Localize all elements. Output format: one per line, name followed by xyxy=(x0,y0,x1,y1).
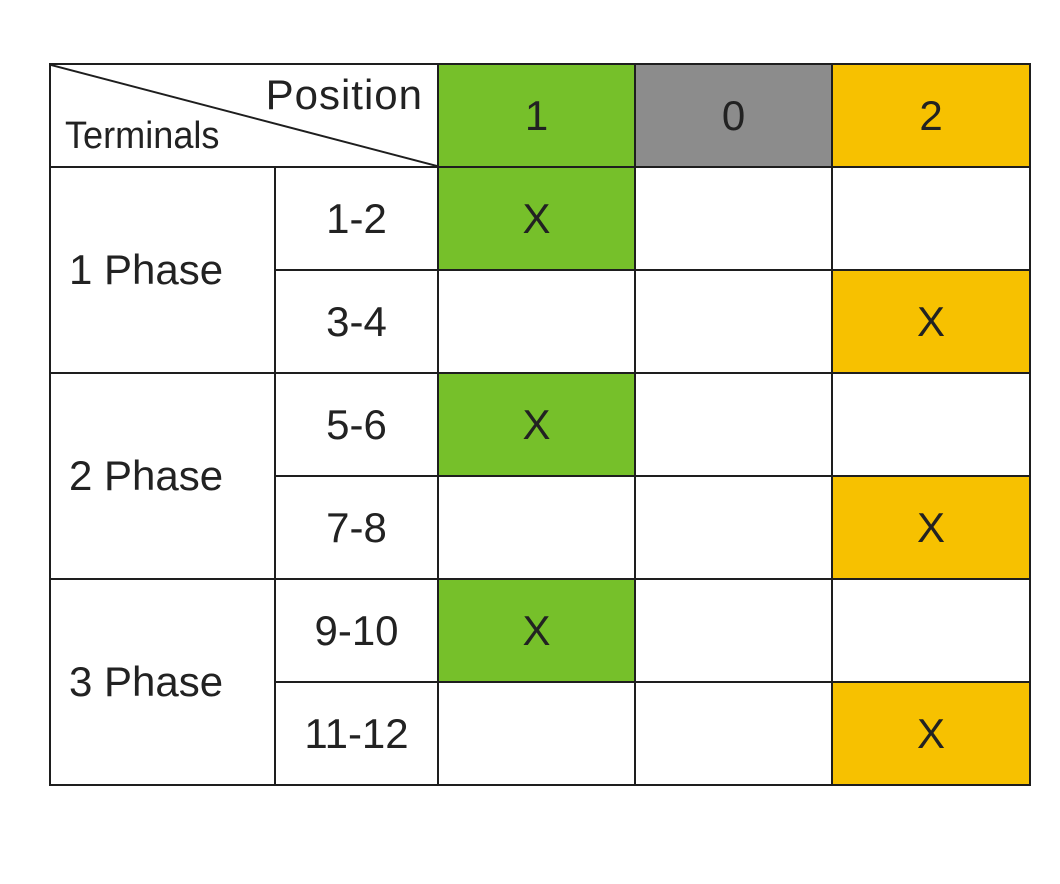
contact-cell: X xyxy=(831,269,1031,374)
contact-closed-mark: X xyxy=(522,400,551,448)
position-header-2: 2 xyxy=(831,63,1031,168)
terminal-pair-cell: 5-6 xyxy=(274,372,439,477)
contact-cell xyxy=(634,166,833,271)
contact-closed-mark: X xyxy=(916,503,945,551)
contact-closed-mark: X xyxy=(522,194,551,242)
contact-closed-mark: X xyxy=(916,297,945,345)
contact-cell xyxy=(634,475,833,580)
table-row: 7-8 X xyxy=(50,475,1031,580)
terminal-pair-cell: 11-12 xyxy=(274,681,439,786)
phase-group-label: 2 Phase xyxy=(49,372,276,580)
phase-group-label: 1 Phase xyxy=(49,166,276,374)
contact-cell: X xyxy=(437,372,636,477)
diagonal-divider xyxy=(51,65,437,166)
contact-cell: X xyxy=(831,681,1031,786)
contact-closed-mark: X xyxy=(522,606,551,654)
position-label: Position xyxy=(265,71,423,118)
table-row: 11-12 X xyxy=(50,681,1031,786)
position-header-0: 0 xyxy=(634,63,833,168)
contact-cell xyxy=(437,681,636,786)
terminal-pair-cell: 3-4 xyxy=(274,269,439,374)
contact-cell: X xyxy=(437,166,636,271)
terminal-pair-cell: 9-10 xyxy=(274,578,439,683)
contact-cell: X xyxy=(437,578,636,683)
contact-cell xyxy=(437,269,636,374)
terminal-pair-cell: 7-8 xyxy=(274,475,439,580)
contact-cell xyxy=(831,166,1031,271)
phase-group-label: 3 Phase xyxy=(49,578,276,786)
contact-cell xyxy=(831,578,1031,683)
table-row: 3-4 X xyxy=(50,269,1031,374)
contact-closed-mark: X xyxy=(916,709,945,757)
contact-cell xyxy=(437,475,636,580)
contact-cell: X xyxy=(831,475,1031,580)
contact-cell xyxy=(831,372,1031,477)
contact-cell xyxy=(634,269,833,374)
contact-cell xyxy=(634,681,833,786)
terminals-label: Terminals xyxy=(65,115,220,157)
position-header-1: 1 xyxy=(437,63,636,168)
contact-cell xyxy=(634,578,833,683)
contact-cell xyxy=(634,372,833,477)
terminal-pair-cell: 1-2 xyxy=(274,166,439,271)
